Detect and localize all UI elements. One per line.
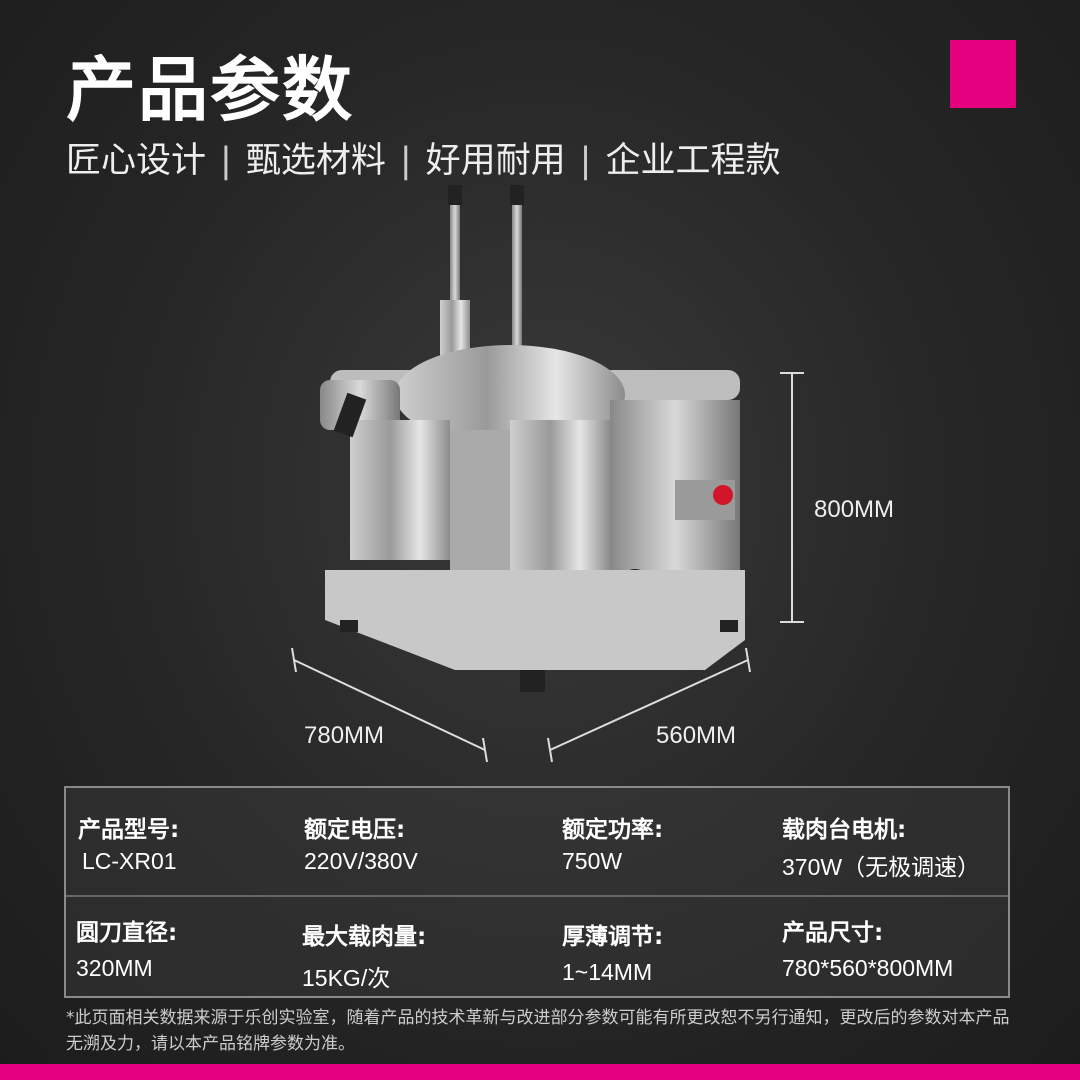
separator: |	[399, 141, 412, 181]
spec-value: 320MM	[76, 955, 153, 981]
bottom-accent-bar	[0, 1064, 1080, 1080]
spec-value: 780*560*800MM	[782, 955, 954, 981]
page-title: 产品参数	[66, 49, 354, 131]
spec-value: LC-XR01	[82, 848, 177, 874]
brand-accent-square	[950, 40, 1016, 108]
subtitle-item: 企业工程款	[605, 141, 781, 181]
meat-slicer-image	[320, 185, 745, 692]
disclaimer-note: *此页面相关数据来源于乐创实验室，随着产品的技术革新与改进部分参数可能有所更改恕…	[66, 1008, 1010, 1054]
width-dimension: 780MM	[304, 722, 385, 749]
spec-label: 产品型号:	[78, 817, 180, 843]
spec-value: 370W（无极调速）	[782, 854, 981, 880]
spec-label: 产品尺寸:	[782, 920, 884, 946]
subtitle-item: 甄选材料	[245, 141, 386, 181]
spec-label: 圆刀直径:	[76, 920, 178, 946]
spec-label: 最大载肉量:	[302, 924, 427, 950]
subtitle: 匠心设计 | 甄选材料 | 好用耐用 | 企业工程款	[66, 132, 780, 183]
spec-value: 15KG/次	[302, 965, 391, 991]
spec-value: 220V/380V	[304, 848, 418, 874]
height-dimension: 800MM	[814, 496, 895, 523]
depth-dimension: 560MM	[656, 722, 737, 749]
separator: |	[579, 141, 592, 181]
spec-row: 圆刀直径: 320MM 最大载肉量: 15KG/次 厚薄调节: 1~14MM 产…	[66, 895, 1008, 1000]
spec-value: 750W	[562, 848, 623, 874]
spec-value: 1~14MM	[562, 959, 653, 985]
spec-label: 载肉台电机:	[782, 817, 907, 843]
separator: |	[220, 141, 232, 181]
subtitle-item: 匠心设计	[66, 141, 207, 181]
spec-table: 产品型号: LC-XR01 额定电压: 220V/380V 额定功率: 750W…	[64, 786, 1010, 998]
spec-row: 产品型号: LC-XR01 额定电压: 220V/380V 额定功率: 750W…	[66, 788, 1008, 893]
spec-label: 额定电压:	[304, 817, 406, 843]
subtitle-item: 好用耐用	[425, 141, 566, 181]
spec-label: 厚薄调节:	[562, 924, 664, 950]
spec-label: 额定功率:	[562, 817, 664, 843]
